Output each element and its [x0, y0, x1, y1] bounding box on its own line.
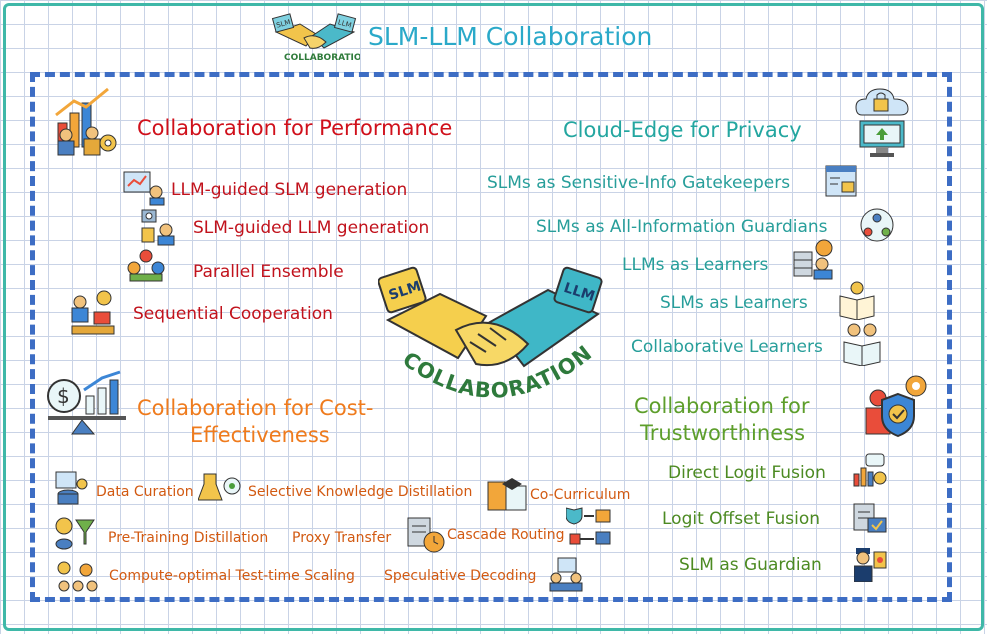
logo-text: COLLABORATION — [284, 53, 360, 63]
trust-item-1: Direct Logit Fusion — [668, 463, 826, 483]
trust-heading-line2: Trustworthiness — [640, 421, 806, 445]
curriculum-book-icon — [486, 476, 530, 514]
growth-chart-team-icon — [50, 85, 122, 157]
decoding-team-icon — [546, 556, 586, 592]
performance-item-4: Sequential Cooperation — [133, 304, 333, 324]
performance-item-2: SLM-guided LLM generation — [193, 218, 430, 238]
pretraining-funnel-icon — [54, 516, 98, 552]
offset-fusion-icon — [852, 500, 888, 536]
guardian-person-icon — [854, 546, 888, 582]
privacy-heading: Cloud-Edge for Privacy — [563, 118, 802, 142]
performance-item-1: LLM-guided SLM generation — [171, 180, 408, 200]
trust-heading-line1: Collaboration for — [634, 394, 810, 418]
currency-symbol: $ — [57, 384, 70, 408]
cloud-lock-monitor-icon — [852, 85, 912, 160]
ensemble-icon — [126, 248, 166, 282]
handshake-center-icon: SLM LLM COLLABORATION — [378, 250, 608, 430]
data-curation-icon — [54, 470, 90, 506]
outer-frame — [3, 3, 984, 631]
handshake-logo-icon: SLM LLM COLLABORATION — [270, 10, 360, 65]
cost-item-6: Cascade Routing — [447, 527, 565, 543]
shield-team-icon — [860, 372, 930, 442]
trust-item-3: SLM as Guardian — [679, 555, 822, 575]
scaling-team-icon — [54, 560, 98, 596]
page-title: SLM-LLM Collaboration — [368, 22, 653, 51]
performance-item-3: Parallel Ensemble — [193, 262, 344, 282]
cost-item-3: Co-Curriculum — [530, 487, 631, 503]
privacy-item-2: SLMs as All-Information Guardians — [536, 217, 828, 237]
logo-tag-left: SLM — [275, 18, 291, 29]
cost-item-8: Speculative Decoding — [384, 568, 537, 584]
guided-generation-icon — [122, 170, 166, 206]
distillation-flask-icon — [198, 470, 242, 506]
logo-tag-right: LLM — [337, 18, 352, 29]
proxy-clock-icon — [406, 516, 446, 554]
performance-heading: Collaboration for Performance — [137, 116, 453, 140]
cost-item-2: Selective Knowledge Distillation — [248, 484, 473, 500]
cost-item-1: Data Curation — [96, 484, 194, 500]
guardian-network-icon — [858, 206, 896, 244]
collab-learners-icon — [840, 322, 884, 366]
cost-heading-line1: Collaboration for Cost- — [137, 396, 374, 420]
trust-item-2: Logit Offset Fusion — [662, 509, 821, 529]
robot-person-icon — [138, 208, 178, 246]
money-scale-icon: $ — [42, 366, 132, 436]
cost-item-5: Proxy Transfer — [292, 530, 392, 546]
privacy-item-4: SLMs as Learners — [660, 293, 808, 313]
privacy-item-1: SLMs as Sensitive-Info Gatekeepers — [487, 173, 791, 193]
privacy-item-5: Collaborative Learners — [631, 337, 823, 357]
routing-icon — [566, 506, 616, 550]
logit-fusion-icon — [852, 452, 888, 488]
privacy-item-3: LLMs as Learners — [622, 255, 769, 275]
dashed-border — [30, 72, 952, 602]
cost-item-4: Pre-Training Distillation — [108, 530, 269, 546]
cost-item-7: Compute-optimal Test-time Scaling — [109, 568, 355, 584]
sequential-icon — [68, 288, 118, 336]
gatekeeper-icon — [824, 164, 860, 200]
cost-heading-line2: Effectiveness — [190, 423, 330, 447]
learner-brain-icon — [792, 238, 836, 280]
open-book-icon — [836, 278, 878, 320]
